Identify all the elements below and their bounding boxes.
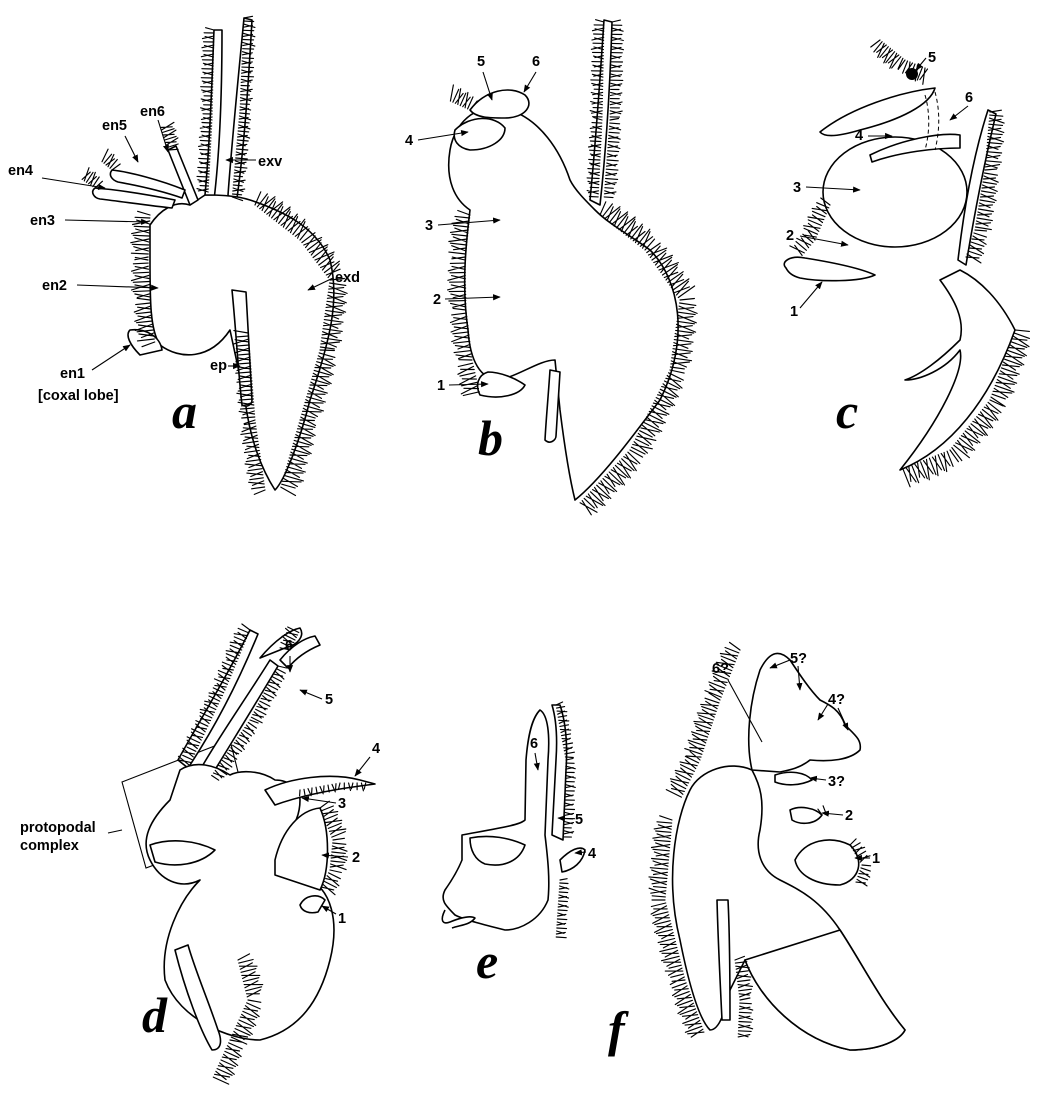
panel-e: 6 5 4 e: [442, 702, 596, 989]
label-c-3: 3: [793, 180, 801, 196]
label-c-5: 5: [928, 50, 936, 66]
label-d-6: 6: [285, 638, 293, 654]
label-b-6: 6: [532, 54, 540, 70]
label-en3: en3: [30, 213, 55, 229]
label-b-5: 5: [477, 54, 485, 70]
panel-letter-f: f: [608, 1001, 629, 1057]
label-d-2: 2: [352, 850, 360, 866]
label-en5: en5: [102, 118, 127, 134]
label-f-2: 2: [845, 808, 853, 824]
label-d-1: 1: [338, 911, 346, 927]
label-e-6: 6: [530, 736, 538, 752]
label-ep: ep: [210, 358, 227, 374]
endite-6-c-spine: [820, 88, 935, 136]
label-c-1: 1: [790, 304, 798, 320]
label-d-3: 3: [338, 796, 346, 812]
panel-a: en6 en5 en4 en3 en2 en1 [coxal lobe] exv…: [8, 16, 360, 495]
label-d-4: 4: [372, 741, 380, 757]
label-f-6: 6?: [712, 661, 729, 677]
epipod-b: [545, 370, 560, 442]
label-d-5: 5: [325, 692, 333, 708]
panel-f: 6? 5? 4? 3? 2 1 f: [608, 642, 905, 1057]
endite-5-6-b: [470, 90, 529, 118]
label-e-4: 4: [588, 846, 596, 862]
label-exv: exv: [258, 154, 282, 170]
panel-c: 5 6 4 3 2 1 c: [784, 40, 1029, 487]
panel-letter-b: b: [478, 410, 503, 466]
label-f-3: 3?: [828, 774, 845, 790]
label-f-1: 1: [872, 851, 880, 867]
label-b-3: 3: [425, 218, 433, 234]
label-f-5: 5?: [790, 651, 807, 667]
label-coxal-lobe: [coxal lobe]: [38, 388, 119, 404]
endite-1-c: [784, 257, 875, 280]
panel-b: 5 6 4 3 2 1 b: [405, 20, 697, 515]
label-c-2: 2: [786, 228, 794, 244]
label-e-5: 5: [575, 812, 583, 828]
label-complex: complex: [20, 838, 79, 854]
endite-1-f: [795, 840, 859, 885]
panel-letter-e: e: [476, 933, 498, 989]
panel-letter-c: c: [836, 383, 858, 439]
label-en6: en6: [140, 104, 165, 120]
panel-letter-a: a: [172, 383, 197, 439]
panel-letter-d: d: [142, 987, 168, 1043]
label-protopodal: protopodal: [20, 820, 96, 836]
endite-4-5-6-f: [749, 653, 861, 772]
label-en4: en4: [8, 163, 33, 179]
label-c-6: 6: [965, 90, 973, 106]
panel-d: 6 5 4 3 2 1 protopodal complex d: [20, 624, 380, 1084]
label-en2: en2: [42, 278, 67, 294]
endite-3-f: [775, 772, 812, 785]
endite-4-e: [560, 848, 585, 872]
label-b-1: 1: [437, 378, 445, 394]
label-en1: en1: [60, 366, 85, 382]
label-b-4: 4: [405, 133, 413, 149]
label-b-2: 2: [433, 292, 441, 308]
label-f-4: 4?: [828, 692, 845, 708]
label-exd: exd: [335, 270, 360, 286]
label-c-4: 4: [855, 128, 863, 144]
endite-2-f: [790, 808, 822, 824]
